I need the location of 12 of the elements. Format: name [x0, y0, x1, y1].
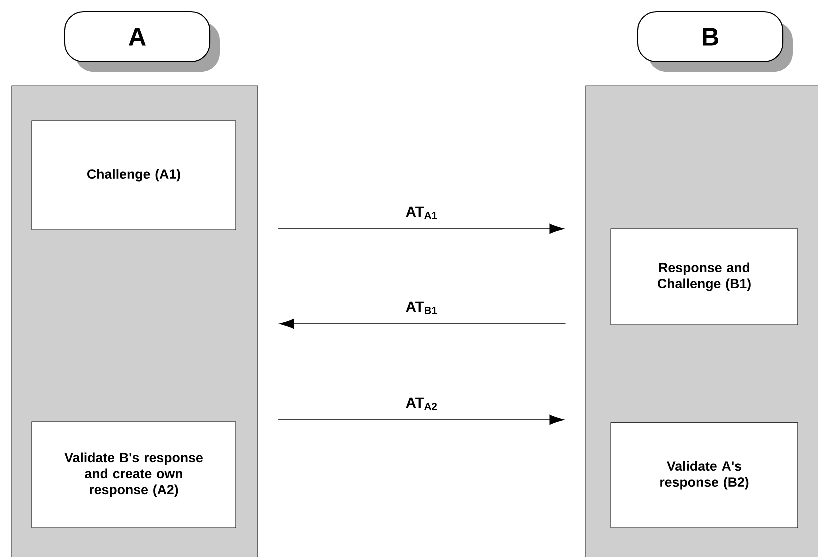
arrow [280, 318, 566, 330]
process-box: Validate A's response (B2) [610, 422, 798, 528]
header-box: A [64, 11, 220, 72]
process-box: Validate B's response and create own response (A2) [32, 422, 236, 528]
edge-label: AT$_{A2}$ [406, 398, 438, 410]
header-box: B [637, 11, 793, 72]
arrow [278, 224, 564, 234]
arrow [278, 414, 564, 426]
process-box: Challenge (A1) [32, 120, 236, 230]
edge-label: AT$_{A1}$ [406, 206, 438, 220]
edge-label: AT$_{B1}$ [406, 302, 438, 314]
process-box: Response and Challenge (B1) [610, 228, 798, 326]
